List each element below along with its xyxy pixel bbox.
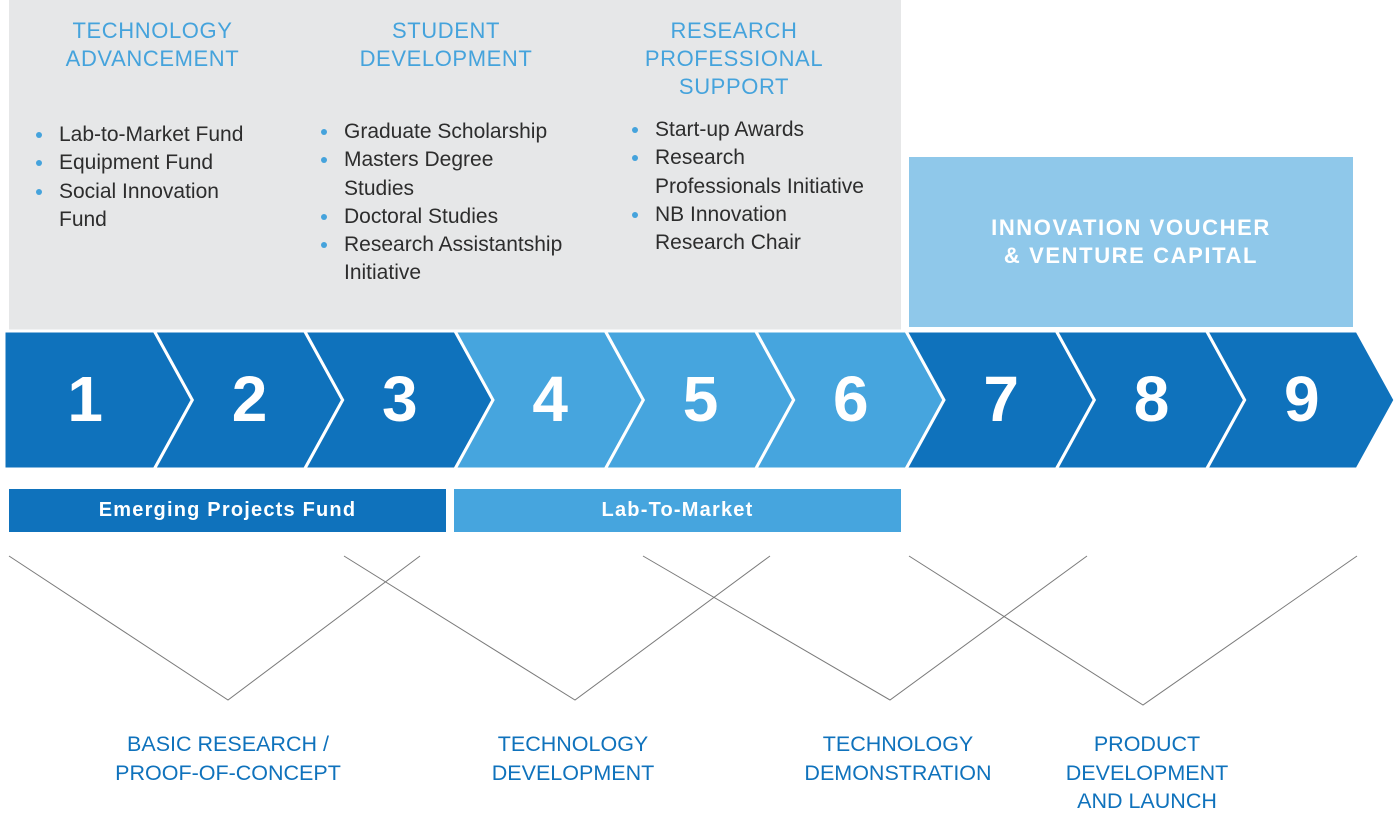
programs-panel (9, 0, 901, 330)
step-number-8: 8 (1134, 363, 1170, 435)
list-item: Graduate Scholarship (321, 118, 562, 146)
stage-label-technology-demonstration: TECHNOLOGY DEMONSTRATION (804, 732, 992, 785)
column-title-student-development: STUDENT DEVELOPMENT (359, 18, 533, 71)
list-item: Doctoral Studies (321, 203, 562, 231)
research-professional-support-list: Start-up Awards Research Professionals I… (632, 116, 864, 257)
step-number-9: 9 (1284, 363, 1320, 435)
list-item: Masters Degree Studies (321, 146, 562, 203)
step-number-3: 3 (382, 363, 418, 435)
step-number-4: 4 (532, 363, 568, 435)
list-item: Research Assistantship Initiative (321, 231, 562, 288)
emerging-projects-fund-bar: Emerging Projects Fund (9, 489, 446, 532)
stage-connector-line-1 (8, 555, 421, 701)
list-item: NB Innovation Research Chair (632, 201, 864, 258)
step-number-7: 7 (983, 363, 1019, 435)
emerging-projects-fund-label: Emerging Projects Fund (98, 499, 357, 521)
chevron-step-9 (1204, 329, 1397, 471)
step-number-5: 5 (683, 363, 719, 435)
list-item: Start-up Awards (632, 116, 864, 144)
list-item: Social Innovation Fund (36, 178, 243, 235)
step-number-6: 6 (833, 363, 869, 435)
innovation-voucher-title: INNOVATION VOUCHER & VENTURE CAPITAL (991, 215, 1271, 268)
step-number-2: 2 (232, 363, 268, 435)
lab-to-market-bar: Lab-To-Market (454, 489, 901, 532)
stage-label-basic-research: BASIC RESEARCH / PROOF-OF-CONCEPT (115, 732, 341, 785)
innovation-voucher-panel: INNOVATION VOUCHER & VENTURE CAPITAL (909, 157, 1353, 327)
stage-connector-line-4 (908, 555, 1358, 706)
technology-advancement-list: Lab-to-Market Fund Equipment Fund Social… (36, 121, 243, 234)
stage-connector-line-2 (343, 555, 771, 701)
stage-connector-line-3 (642, 555, 1088, 701)
column-title-technology-advancement: TECHNOLOGY ADVANCEMENT (65, 18, 240, 71)
step-number-1: 1 (67, 363, 103, 435)
lab-to-market-label: Lab-To-Market (601, 499, 754, 521)
column-title-research-professional-support: RESEARCH PROFESSIONAL SUPPORT (644, 18, 824, 99)
list-item: Equipment Fund (36, 149, 243, 177)
list-item: Research Professionals Initiative (632, 144, 864, 201)
student-development-list: Graduate Scholarship Masters Degree Stud… (321, 118, 562, 288)
stage-label-product-development: PRODUCT DEVELOPMENT AND LAUNCH (1065, 732, 1229, 813)
stage-label-technology-development: TECHNOLOGY DEVELOPMENT (491, 732, 655, 785)
list-item: Lab-to-Market Fund (36, 121, 243, 149)
